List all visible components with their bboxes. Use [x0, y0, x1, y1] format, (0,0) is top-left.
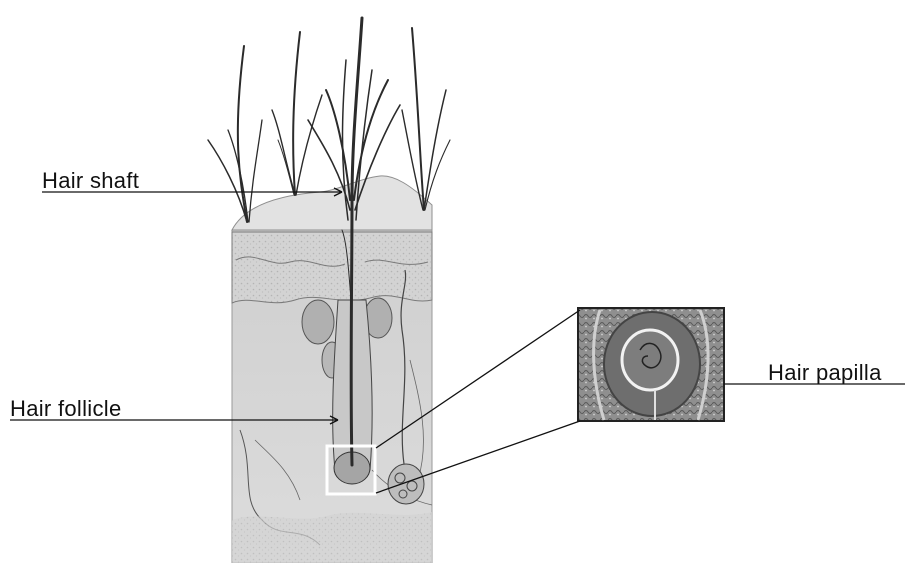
epidermis-layer	[232, 232, 432, 303]
hair-follicle-label: Hair follicle	[10, 398, 121, 420]
hair-papilla-circle	[622, 330, 678, 390]
hair-papilla-label: Hair papilla	[768, 362, 882, 384]
hair-shaft-label: Hair shaft	[42, 170, 139, 192]
papilla-magnified-inset	[578, 308, 724, 421]
leader-lines	[10, 188, 905, 493]
skin-surface	[232, 176, 432, 230]
subcutaneous-layer	[232, 512, 432, 563]
sebaceous-gland-left	[302, 300, 334, 344]
skin-cross-section	[232, 176, 432, 563]
